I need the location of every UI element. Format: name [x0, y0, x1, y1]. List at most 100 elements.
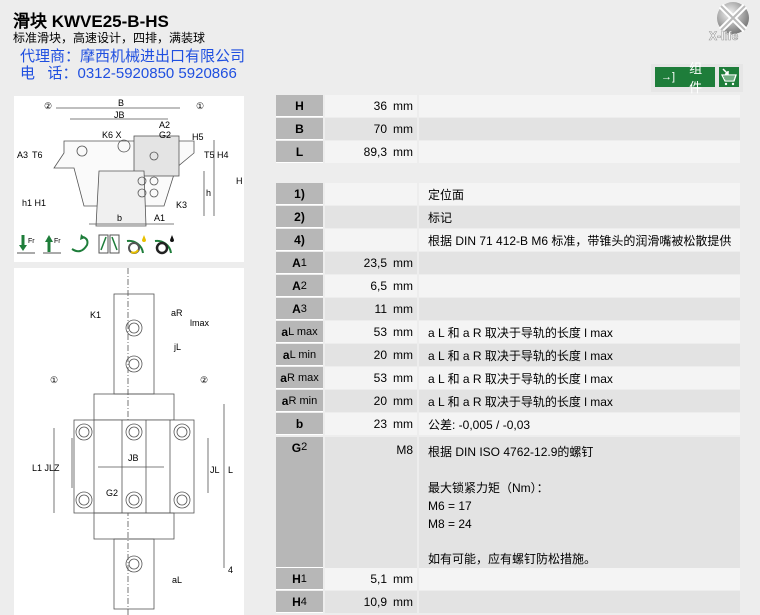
param-symbol: A: [292, 301, 301, 316]
label-4: 4: [228, 565, 233, 575]
label-A1: A1: [154, 213, 165, 223]
value-number: 20: [373, 348, 387, 362]
value-number: 36: [373, 99, 387, 113]
product-subtitle: 标准滑块，高速设计，四排，满装球: [13, 31, 206, 45]
value-number: 53: [373, 325, 387, 339]
param-description: 根据 DIN ISO 4762-12.9的螺钉最大锁紧力矩（Nm）：M6 = 1…: [417, 437, 740, 568]
description-line: M8 = 24: [428, 516, 472, 531]
param-subscript: 1: [300, 256, 307, 269]
label-JB: JB: [128, 453, 139, 463]
param-description: 标记: [417, 206, 740, 228]
value-number: 6,5: [370, 279, 387, 293]
value-unit: mm: [393, 595, 413, 609]
param-value: 53 mm: [323, 321, 417, 343]
param-description: a L 和 a R 取决于导轨的长度 l max: [417, 344, 740, 366]
value-number: 70: [373, 122, 387, 136]
value-unit: mm: [393, 371, 413, 385]
value-unit: mm: [393, 394, 413, 408]
value-number: 23: [373, 417, 387, 431]
xlife-logo: X-life: [705, 0, 760, 43]
label-aL: aL: [172, 575, 182, 585]
param-symbol: 4): [294, 232, 305, 247]
param-description: [417, 141, 740, 163]
load-up-icon: Fr: [43, 235, 61, 254]
description-line: 如有可能，应有螺钉防松措施。: [428, 552, 597, 566]
components-button[interactable]: →] 组件: [655, 61, 715, 95]
label-JB: JB: [114, 110, 125, 120]
param-description: [417, 95, 740, 117]
description-line: M6 = 17: [428, 498, 472, 513]
shopping-cart-icon: [720, 68, 737, 86]
label-h1: h1 H1: [22, 198, 46, 208]
table-row: 4)根据 DIN 71 412-B M6 标准，带锥头的润滑嘴被松散提供: [276, 229, 740, 251]
table-row: H 36 mm: [276, 95, 740, 117]
product-title: 滑块 KWVE25-B-HS: [13, 12, 169, 31]
label-b: b: [117, 213, 122, 223]
param-symbol: H: [292, 571, 301, 586]
label-A2: A2: [159, 120, 170, 130]
add-to-cart-button[interactable]: [719, 67, 739, 87]
param-description: [417, 591, 740, 613]
label-JL: JL: [210, 465, 220, 475]
value-unit: mm: [393, 325, 413, 339]
param-symbol: a: [282, 347, 290, 362]
label-G2: G2: [159, 130, 171, 140]
label-aR: aR: [171, 308, 183, 318]
param-symbol: A: [292, 255, 301, 270]
label-K1: K1: [90, 310, 101, 320]
label-A3: A3: [17, 150, 28, 160]
param-symbol: a: [280, 370, 287, 385]
cross-section-drawing: B JB ② ① A2 K6 X G2 H5 A3 T6 T5 H4 H h h…: [14, 96, 244, 262]
param-symbol: a: [281, 324, 289, 339]
param-symbol: b: [295, 416, 304, 431]
param-subscript: 3: [300, 302, 307, 315]
label-2: ②: [200, 375, 208, 385]
param-symbol: a: [281, 393, 289, 408]
label-G2: G2: [106, 488, 118, 498]
enter-arrow-icon: →]: [661, 71, 676, 83]
param-description: [417, 298, 740, 320]
param-description: [417, 252, 740, 274]
param-key: b: [276, 413, 323, 435]
param-subscript: 1: [300, 572, 307, 585]
label-H: H: [236, 176, 243, 186]
value-unit: mm: [393, 572, 413, 586]
param-key: 2): [276, 206, 323, 228]
label-h: h: [206, 188, 211, 198]
param-key: H: [276, 95, 323, 117]
mounting-icon: [98, 234, 120, 254]
label-2: ②: [44, 101, 52, 111]
label-H5: H5: [192, 132, 204, 142]
param-symbol: A: [292, 278, 301, 293]
param-value: 20 mm: [323, 390, 417, 412]
value-unit: mm: [393, 279, 413, 293]
param-symbol: 1): [294, 186, 305, 201]
param-subscript: R min: [288, 394, 318, 407]
value-unit: mm: [393, 99, 413, 113]
value-number: M8: [396, 443, 413, 457]
param-description: [417, 568, 740, 590]
param-key: B: [276, 118, 323, 140]
description-line: 根据 DIN ISO 4762-12.9的螺钉: [428, 445, 594, 459]
table-row: 1)定位面: [276, 183, 740, 205]
value-number: 20: [373, 394, 387, 408]
svg-text:Fr: Fr: [28, 238, 35, 245]
param-value: 36 mm: [323, 95, 417, 117]
